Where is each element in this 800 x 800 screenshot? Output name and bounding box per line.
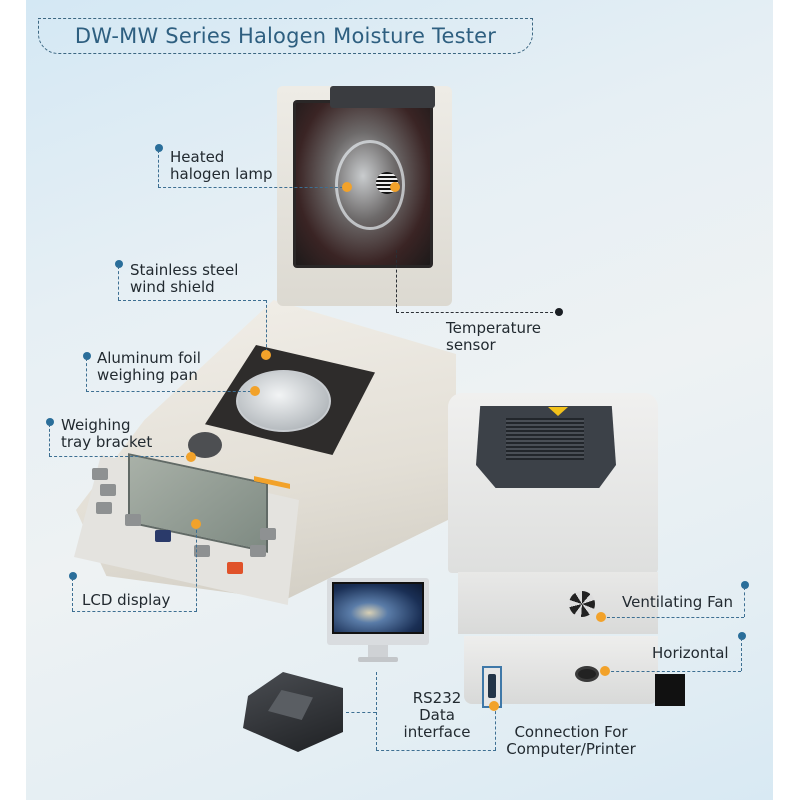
key-button — [100, 484, 116, 496]
leader-line — [196, 525, 197, 611]
label-tray-bracket: Weighing tray bracket — [61, 416, 153, 451]
key-button-blue — [155, 530, 171, 542]
key-button — [260, 528, 276, 540]
leader-line — [744, 587, 745, 617]
monitor-base — [358, 657, 398, 662]
halogen-lamp-icon — [335, 140, 405, 230]
target-dot — [596, 612, 606, 622]
leader-line — [396, 312, 558, 313]
leader-line — [606, 671, 741, 672]
target-dot — [600, 666, 610, 676]
key-button — [194, 545, 210, 557]
page-title: DW-MW Series Halogen Moisture Tester — [74, 24, 497, 48]
vent-grille — [506, 418, 584, 460]
leader-line — [72, 578, 73, 611]
fan-icon — [569, 591, 595, 617]
target-dot — [489, 701, 499, 711]
leader-line — [72, 611, 197, 612]
leader-line — [158, 150, 159, 187]
leader-line — [86, 358, 87, 392]
power-socket-icon — [655, 674, 685, 706]
key-button — [96, 502, 112, 514]
anchor-dot — [69, 572, 77, 580]
leader-line — [602, 617, 744, 618]
weighing-pan — [236, 370, 331, 432]
target-dot — [342, 182, 352, 192]
label-temperature-sensor: Temperature sensor — [446, 319, 542, 354]
anchor-dot — [46, 418, 54, 426]
monitor-stand — [368, 645, 388, 657]
label-horizontal: Horizontal — [652, 644, 729, 662]
leader-line — [86, 391, 256, 392]
key-button — [250, 545, 266, 557]
leader-line — [49, 456, 189, 457]
key-button — [125, 514, 141, 526]
anchor-dot — [738, 632, 746, 640]
label-weighing-pan: Aluminum foil weighing pan — [97, 349, 201, 384]
target-dot — [390, 182, 400, 192]
leader-line — [118, 266, 119, 300]
rear-middle — [458, 572, 658, 634]
label-rs232: RS232 Data interface — [403, 689, 471, 741]
label-lcd-display: LCD display — [82, 591, 171, 609]
lid-handle — [330, 86, 435, 108]
title-frame: DW-MW Series Halogen Moisture Tester — [38, 18, 533, 54]
leader-line — [495, 706, 496, 750]
label-ventilating-fan: Ventilating Fan — [622, 593, 734, 611]
level-bubble-icon — [575, 666, 599, 682]
label-halogen-lamp: Heated halogen lamp — [170, 148, 273, 183]
leader-line — [118, 300, 266, 301]
leader-line — [396, 250, 397, 312]
key-button — [92, 468, 108, 480]
leader-line — [158, 187, 348, 188]
target-dot — [250, 386, 260, 396]
warning-icon — [548, 407, 568, 416]
anchor-dot — [555, 308, 563, 316]
leader-line — [741, 638, 742, 671]
label-connection: Connection For Computer/Printer — [506, 723, 636, 758]
leader-line — [346, 712, 376, 713]
leader-line — [376, 750, 496, 751]
leader-line — [376, 672, 377, 750]
key-button-red — [227, 562, 243, 574]
target-dot — [186, 452, 196, 462]
leader-line — [49, 424, 50, 456]
monitor-screen — [332, 582, 424, 634]
label-wind-shield: Stainless steel wind shield — [130, 261, 239, 296]
anchor-dot — [83, 352, 91, 360]
anchor-dot — [741, 581, 749, 589]
target-dot — [191, 519, 201, 529]
anchor-dot — [155, 144, 163, 152]
leader-line — [266, 300, 267, 352]
target-dot — [261, 350, 271, 360]
anchor-dot — [115, 260, 123, 268]
